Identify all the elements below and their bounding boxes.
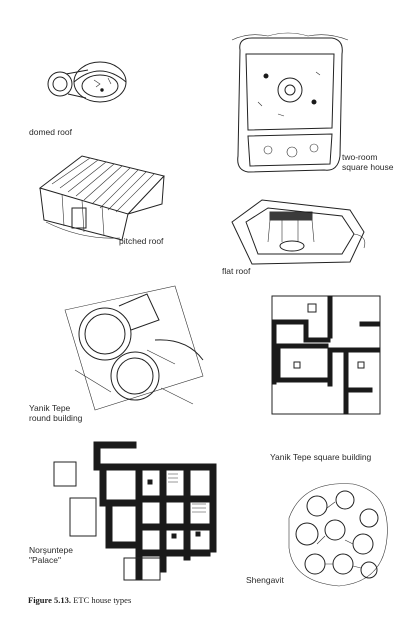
figure-caption-text: ETC house types <box>73 595 132 605</box>
label-flat-roof: flat roof <box>222 266 251 276</box>
label-pitched-roof: pitched roof <box>119 236 164 246</box>
label-yanik-square: Yanik Tepe square building <box>270 452 372 462</box>
label-two-room-line1: two-room <box>342 152 378 162</box>
yanik-tepe-square-building-plan <box>271 295 381 415</box>
label-yanik-round-line2: round building <box>29 413 83 423</box>
flat-roof-drawing <box>231 199 366 265</box>
norsuntepe-palace-plan <box>53 441 217 581</box>
label-norsuntepe-line2: "Palace" <box>29 555 62 565</box>
pitched-roof-drawing <box>38 155 165 241</box>
label-norsuntepe-line1: Norşuntepe <box>29 545 73 555</box>
two-room-square-house-plan <box>231 32 349 173</box>
figure-number: Figure 5.13. <box>28 595 72 605</box>
label-shengavit: Shengavit <box>246 575 284 585</box>
domed-roof-drawing <box>47 61 127 103</box>
shengavit-plan <box>288 483 388 587</box>
label-domed-roof: domed roof <box>29 127 72 137</box>
label-yanik-round-line1: Yanik Tepe <box>29 403 71 413</box>
figure-caption: Figure 5.13. ETC house types <box>28 595 131 605</box>
label-two-room-line2: square house <box>342 162 394 172</box>
yanik-tepe-round-building-plan <box>64 285 204 411</box>
